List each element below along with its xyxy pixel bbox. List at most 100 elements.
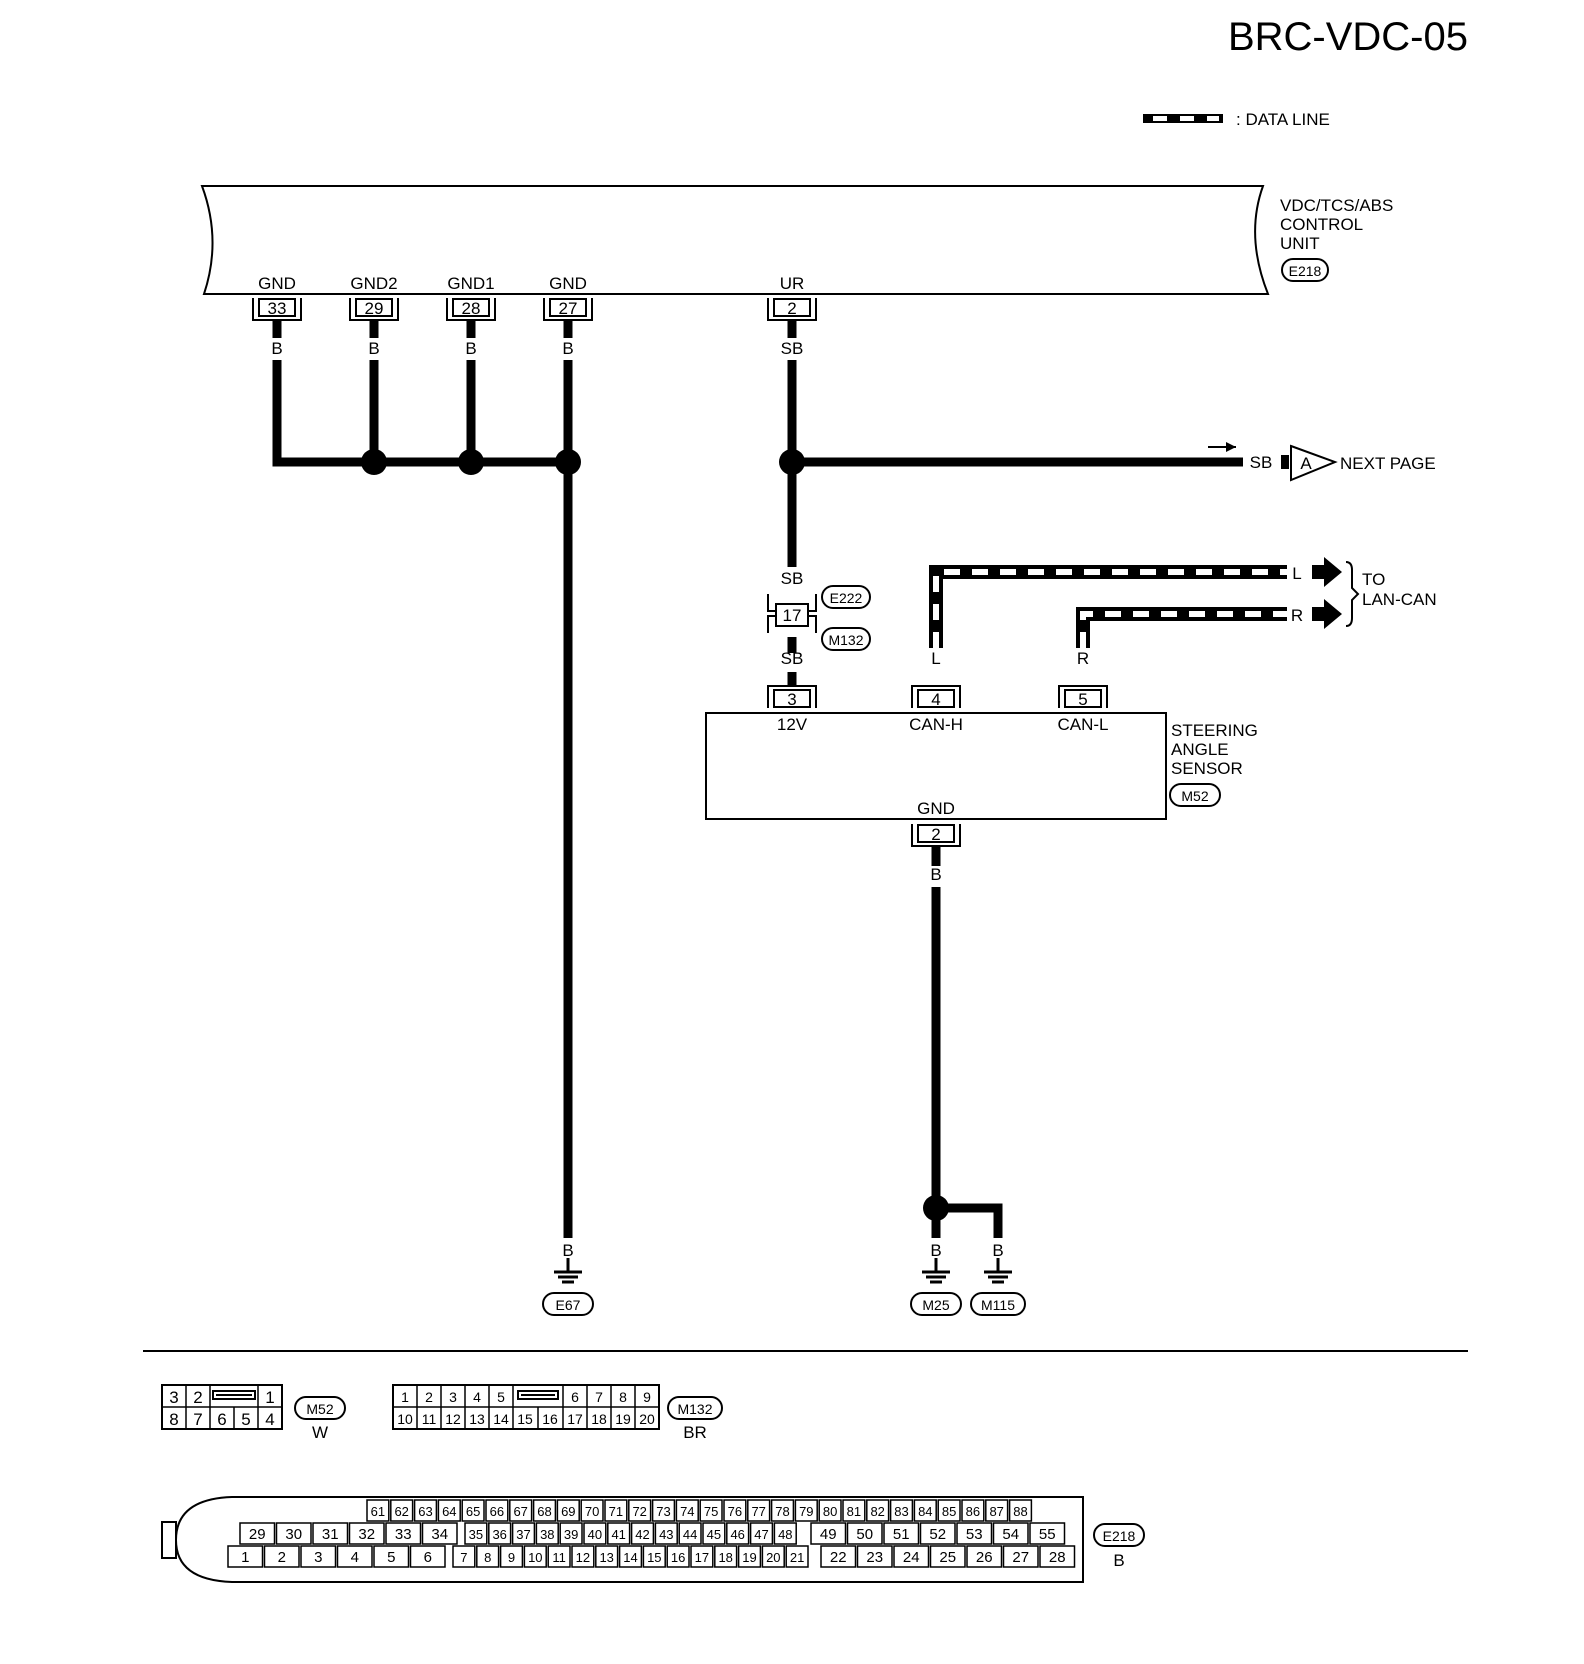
pin-number: 27 — [559, 299, 578, 318]
control-unit-name-3: UNIT — [1280, 234, 1320, 253]
ground-wire: B — [930, 1241, 941, 1260]
e218-pin-cell — [547, 1545, 571, 1568]
e218-pin-cell — [595, 1545, 619, 1568]
e218-pin-cell — [966, 1545, 1003, 1568]
pin-label: GND — [258, 274, 296, 293]
m132-pin: 18 — [591, 1411, 607, 1427]
e218-pin-cell — [604, 1499, 628, 1522]
e218-pin-cell — [889, 1499, 914, 1522]
e218-pin-cell — [607, 1522, 631, 1545]
e218-pin-cell — [511, 1522, 536, 1545]
e218-pin: 1 — [241, 1549, 249, 1566]
e218-pin-cell — [1039, 1545, 1076, 1568]
e218-pin-cell — [559, 1522, 583, 1545]
e218-pin-cell — [421, 1522, 458, 1545]
e218-pin: 69 — [561, 1504, 575, 1519]
e218-pin: 75 — [704, 1504, 718, 1519]
legend-data-line: : DATA LINE — [1143, 110, 1330, 129]
splice-points-gnd — [361, 449, 581, 475]
e218-pin-cell — [535, 1522, 559, 1545]
e218-pin-cell — [749, 1522, 774, 1545]
e218-pin-cell — [992, 1522, 1029, 1545]
e218-pin: 30 — [285, 1526, 302, 1543]
ground-name: E67 — [556, 1297, 581, 1313]
wire-color: B — [930, 865, 941, 884]
m132-pin: 5 — [497, 1389, 505, 1405]
e218-pin: 67 — [513, 1504, 527, 1519]
m52-pin: 2 — [193, 1388, 202, 1407]
can-h-data-line: L L — [929, 557, 1342, 668]
m132-pin: 14 — [493, 1411, 509, 1427]
e218-pin: 83 — [894, 1504, 908, 1519]
e218-pin-cell — [385, 1522, 422, 1545]
pin-label: GND1 — [447, 274, 494, 293]
e218-pin-cell — [312, 1522, 349, 1545]
e218-pin-cell — [723, 1499, 747, 1522]
ground-wire: B — [562, 1241, 573, 1260]
e218-pin: 4 — [351, 1549, 359, 1566]
cu-pin-2: UR 2 SB — [767, 274, 817, 358]
e218-pin-cell — [820, 1545, 857, 1568]
wire-color: B — [368, 339, 379, 358]
m52-pin: 4 — [265, 1410, 274, 1429]
ground-wires — [272, 320, 573, 1238]
e218-pin: 73 — [656, 1504, 670, 1519]
e218-pin-cell — [913, 1499, 937, 1522]
e218-pin: 14 — [623, 1550, 637, 1565]
splice-point-sensor-gnd — [923, 1195, 949, 1221]
m52-pin: 6 — [217, 1410, 226, 1429]
e218-pin-cell — [956, 1522, 993, 1545]
junction-wire-top: SB — [781, 569, 804, 588]
e218-pin-cell — [747, 1499, 771, 1522]
e218-pin: 15 — [647, 1550, 661, 1565]
ground-e67: B E67 — [542, 1241, 594, 1316]
pin-number: 2 — [931, 825, 940, 844]
e218-pin: 21 — [790, 1550, 804, 1565]
e218-pin: 49 — [820, 1526, 837, 1543]
e218-pin: 43 — [659, 1527, 673, 1542]
wire-color: B — [465, 339, 476, 358]
m132-pin: 2 — [425, 1389, 433, 1405]
e218-pin-cell — [618, 1545, 643, 1568]
can-l-data-line: R R — [1076, 599, 1342, 668]
e218-pin-cell — [818, 1499, 842, 1522]
m132-pin: 10 — [397, 1411, 413, 1427]
e218-pin: 25 — [939, 1549, 956, 1566]
e218-pin-cell — [437, 1499, 461, 1522]
m132-pin: 16 — [542, 1411, 558, 1427]
e218-pin: 32 — [358, 1526, 375, 1543]
e218-pin-cell — [770, 1499, 795, 1522]
junction-conn-bottom: M132 — [828, 632, 863, 648]
e218-pin: 12 — [576, 1550, 590, 1565]
next-page-ref: SB A NEXT PAGE — [1208, 442, 1436, 482]
ground-m25: B M25 — [910, 1241, 962, 1316]
m52-pin: 5 — [241, 1410, 250, 1429]
e218-pin-cell — [883, 1522, 920, 1545]
control-unit-name-1: VDC/TCS/ABS — [1280, 196, 1393, 215]
e218-pin: 39 — [564, 1527, 578, 1542]
wire-color: SB — [781, 339, 804, 358]
e218-pin-cell — [532, 1499, 557, 1522]
e218-pin-cell — [452, 1545, 476, 1568]
e218-pin: 54 — [1002, 1526, 1019, 1543]
pin-number: 5 — [1078, 690, 1087, 709]
sensor-pin-5: 5 CAN-L — [1057, 685, 1109, 734]
e218-pin-cell — [761, 1545, 785, 1568]
m132-pin: 1 — [401, 1389, 409, 1405]
sensor-name-3: SENSOR — [1171, 759, 1243, 778]
e218-pin-cell — [509, 1499, 533, 1522]
e218-pin: 47 — [754, 1527, 768, 1542]
e218-pin: 5 — [387, 1549, 395, 1566]
e218-pin: 87 — [989, 1504, 1003, 1519]
cu-pin-29: GND2 29 B — [349, 274, 399, 358]
m132-pin: 15 — [517, 1411, 533, 1427]
e218-pin: 29 — [249, 1526, 266, 1543]
e218-pin: 55 — [1039, 1526, 1056, 1543]
m132-pin: 9 — [643, 1389, 651, 1405]
ground-name: M115 — [981, 1297, 1015, 1313]
m132-color: BR — [683, 1423, 707, 1442]
cu-pin-33: GND 33 B — [252, 274, 302, 358]
can-l-wire-color: R — [1077, 649, 1089, 668]
